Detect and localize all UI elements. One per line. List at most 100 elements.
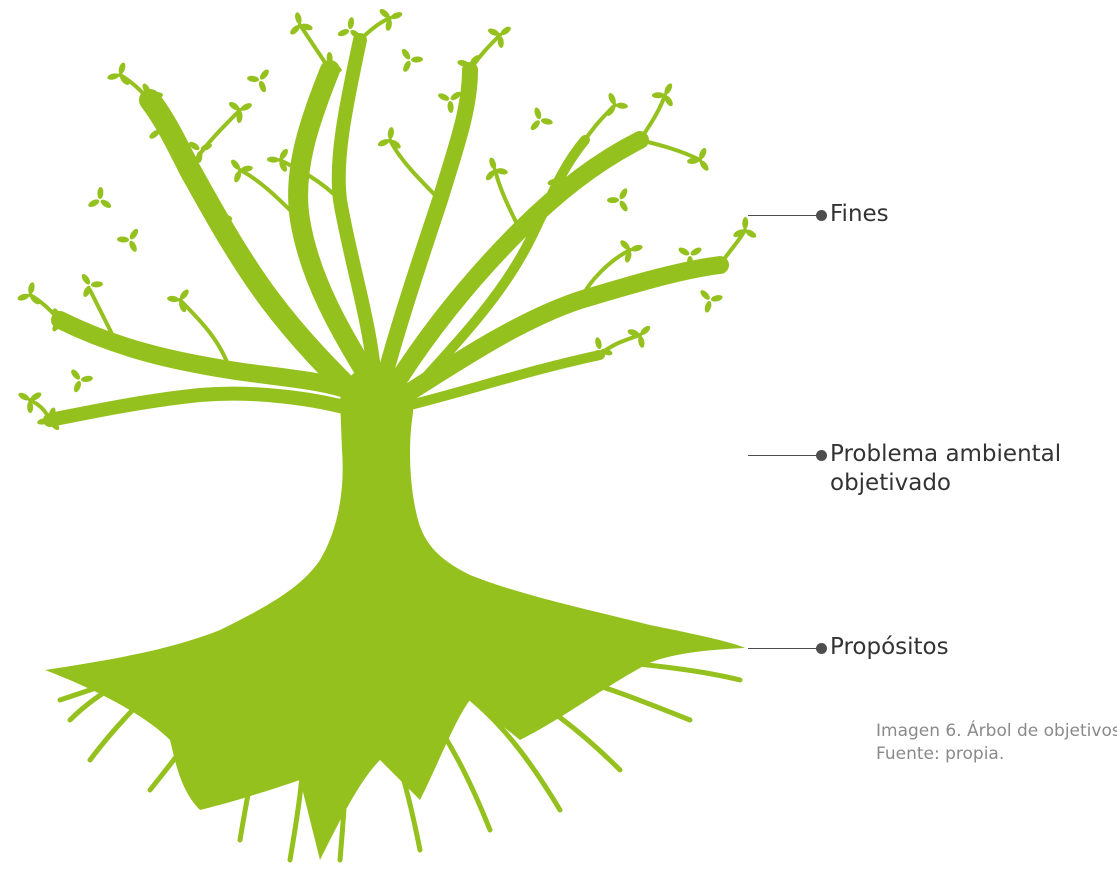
tree-branch [139, 89, 371, 411]
tree-leaf [295, 12, 302, 25]
tree-leaf [100, 199, 112, 208]
tree-leaf [619, 188, 628, 200]
tree-leaf [279, 160, 287, 172]
label-objetivado: objetivado [830, 470, 951, 496]
tree-leaf [704, 300, 712, 313]
tree-leaf [497, 35, 504, 48]
tree-leaf [129, 228, 139, 240]
tree-twig [493, 168, 522, 232]
tree-root [537, 667, 693, 723]
tree-twig [583, 103, 617, 142]
tree-leaf [700, 290, 710, 300]
caption-source: Fuente: propia. [876, 744, 1005, 764]
tree-leaf [652, 92, 665, 99]
tree-leaf [401, 48, 411, 60]
tree-branch [400, 135, 590, 405]
tree-leaf [28, 282, 35, 295]
tree-twig [238, 168, 302, 222]
tree-leaf [608, 92, 616, 105]
tree-roots [57, 637, 743, 863]
callout-propositos: Propósitos [748, 629, 1048, 669]
callout-line [748, 455, 820, 456]
callout-fines: Fines [748, 196, 948, 236]
tree-leaf [595, 337, 602, 350]
tree-leaf [500, 26, 511, 36]
tree-twig [188, 108, 242, 172]
tree-root [287, 687, 307, 863]
tree-leaf [489, 157, 497, 170]
tree-leaf [71, 369, 81, 380]
tree-leaf [438, 93, 450, 101]
tree-leaf [699, 160, 709, 171]
tree-leaf [81, 274, 91, 285]
tree-twig [178, 298, 232, 372]
tree-leaf [619, 200, 628, 212]
label-propositos: Propósitos [830, 634, 949, 660]
callout-dot [816, 210, 827, 221]
tree-leaf [403, 60, 411, 72]
label-fines: Fines [830, 201, 889, 227]
tree-twig [388, 138, 442, 202]
tree-twig [28, 398, 52, 422]
tree-leaf [228, 101, 240, 111]
tree-leaf [630, 244, 643, 252]
tree-leaf [534, 107, 542, 120]
tree-twig [468, 33, 502, 72]
tree-twig [598, 333, 642, 357]
callout-dot [816, 450, 827, 461]
tree-leaf [487, 28, 500, 36]
label-problema-ambiental: Problema ambiental [830, 441, 1062, 467]
tree-leaf [80, 375, 93, 383]
tree-leaf [234, 170, 242, 183]
tree-leaf [88, 199, 100, 207]
tree-leaf [495, 168, 508, 175]
tree-leaf [410, 56, 423, 63]
tree-leaf [129, 240, 137, 252]
tree-branch [405, 350, 605, 410]
tree-root [67, 657, 183, 723]
tree-leaf [690, 247, 702, 256]
image-caption: Imagen 6. Árbol de objetivos. Fuente: pr… [876, 720, 1117, 766]
tree-branch [396, 256, 729, 404]
tree-root [377, 707, 423, 853]
tree-leaf [640, 325, 651, 335]
tree-leaf [615, 102, 628, 109]
tree-leaf [530, 120, 540, 131]
tree-leaf [450, 91, 461, 101]
callout-line [748, 215, 820, 216]
tree-leaf [27, 400, 34, 413]
tree-leaf [97, 187, 104, 200]
tree-leaf [347, 17, 355, 30]
tree-leaf [18, 392, 30, 401]
tree-leaf [664, 95, 673, 107]
tree-root [457, 687, 563, 813]
tree-leaf [189, 141, 200, 151]
tree-leaf [390, 12, 403, 20]
tree-leaf [540, 118, 553, 125]
tree-leaf [377, 139, 390, 147]
tree-leaf [387, 127, 394, 140]
tree-twig [218, 218, 272, 302]
tree-root [417, 697, 493, 833]
tree-twig [28, 293, 62, 322]
tree-leaf [620, 240, 630, 250]
tree-leaf [259, 69, 269, 80]
tree-leaf [258, 80, 267, 93]
tree-twig [298, 23, 332, 72]
tree-twig [638, 138, 702, 162]
tree-leaf [17, 293, 30, 301]
tree-trunk [45, 363, 745, 860]
tree-twig [718, 228, 747, 267]
tree-leaf [745, 229, 757, 238]
tree-twig [638, 93, 667, 142]
tree-twig [88, 288, 122, 352]
tree-root [87, 647, 203, 763]
tree-root [337, 697, 349, 863]
tree-leaf [710, 295, 723, 302]
tree-leaf [30, 392, 42, 401]
tree-leaf [379, 9, 390, 18]
tree-leaf [638, 335, 645, 348]
tree-leaf [733, 229, 745, 238]
tree-leaf [149, 129, 160, 139]
